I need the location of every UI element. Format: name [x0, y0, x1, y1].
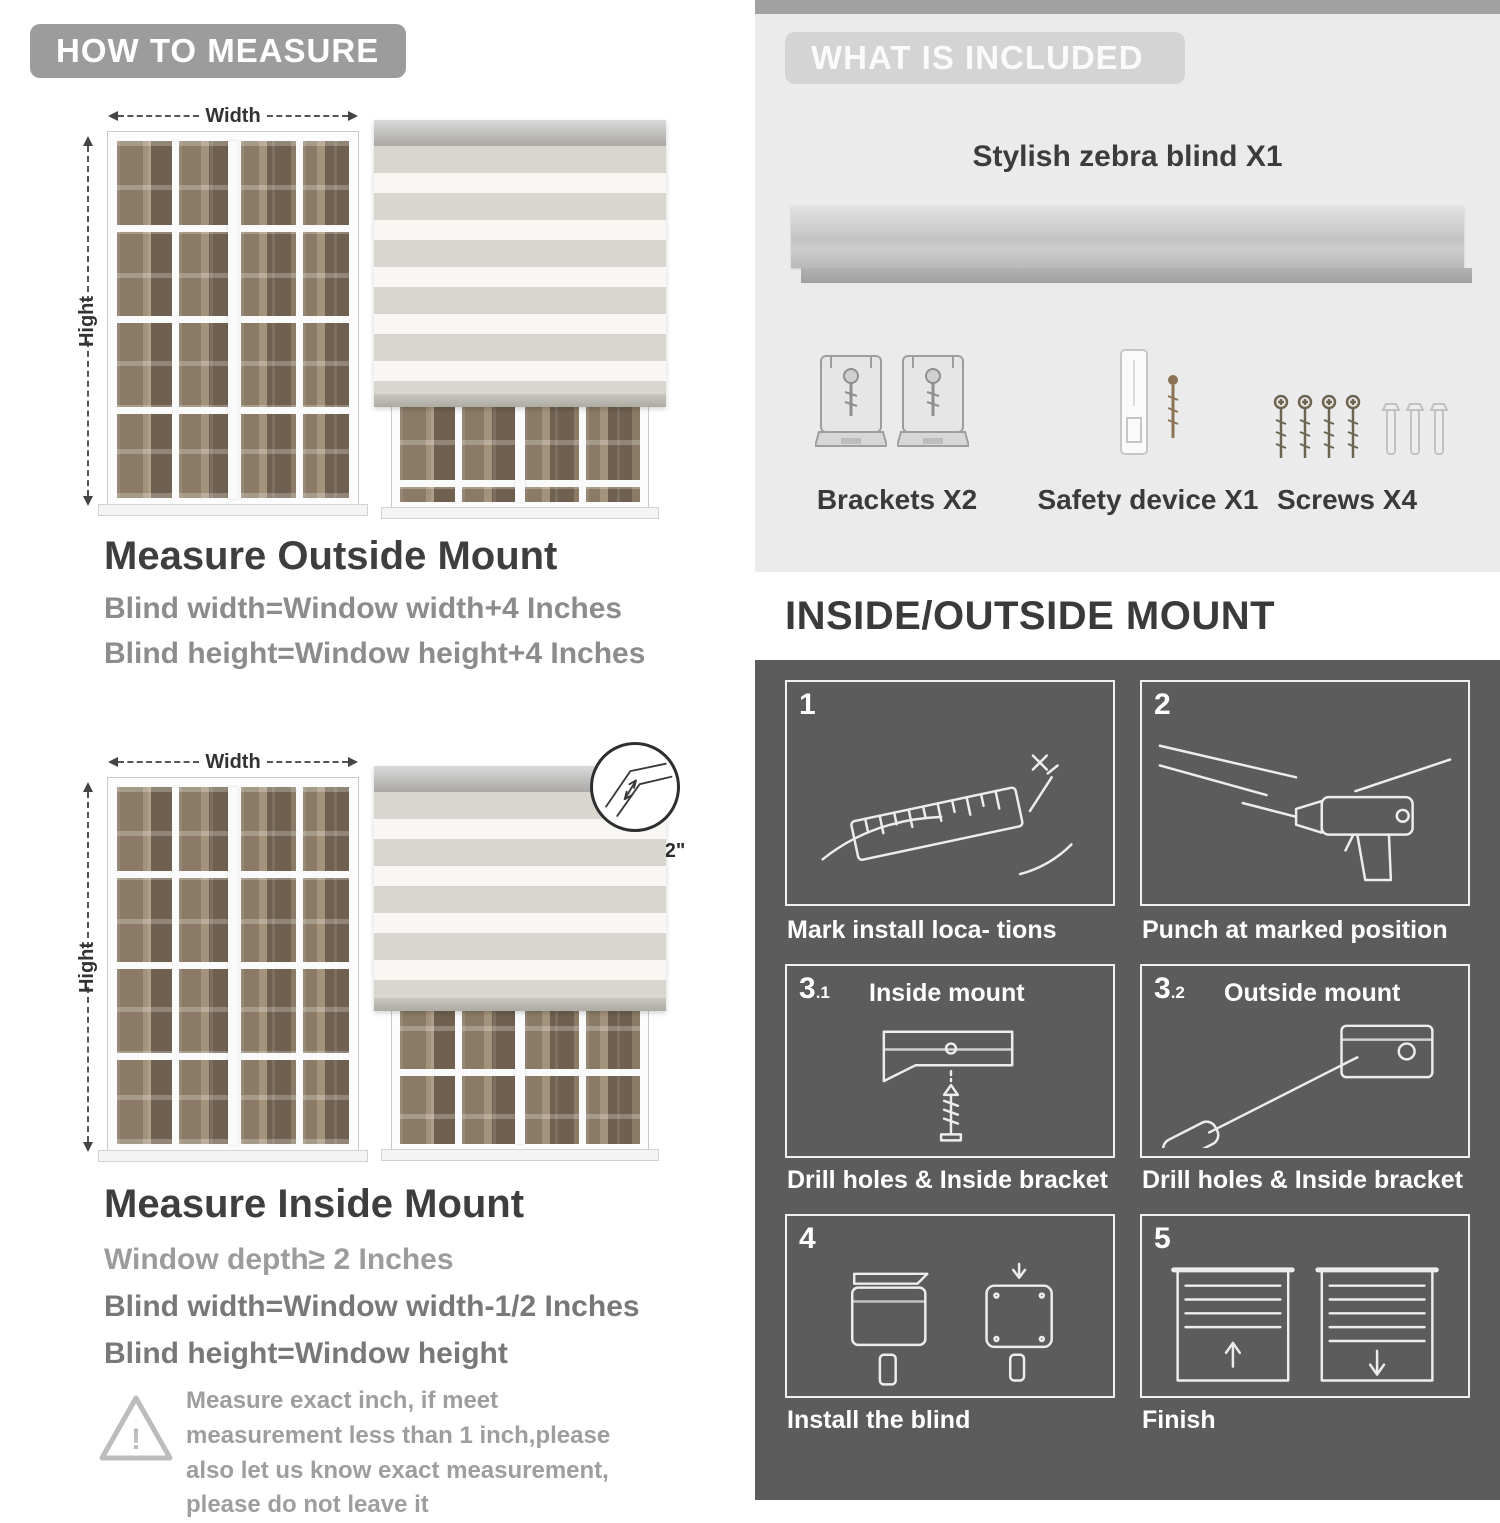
bracket-icon [815, 355, 887, 447]
arrow-down-icon [83, 496, 93, 506]
blind-product-label: Stylish zebra blind X1 [972, 140, 1283, 173]
inside-window-figure: Width Hight [77, 751, 367, 1162]
step-badge: Outside mount [1224, 979, 1401, 1007]
dimension-line [87, 340, 89, 496]
inside-blind-figure [374, 766, 666, 1162]
dimension-line [118, 115, 200, 117]
window-illustration [99, 132, 367, 515]
arrow-left-icon [108, 111, 118, 121]
window-center-stile [228, 141, 238, 499]
arrow-up-icon [83, 136, 93, 146]
window-sill [99, 1151, 367, 1161]
blind-bottom-rail [374, 394, 666, 407]
outside-window-figure: Width Hight [77, 105, 367, 516]
inside-mount-line1: Window depth≥ 2 Inches [104, 1243, 454, 1276]
step-3-1-caption: Drill holes & Inside bracket [787, 1166, 1108, 1194]
dimension-line [87, 146, 89, 302]
step-number: 3.1 [799, 972, 830, 1005]
what-is-included-header: WHAT IS INCLUDED [785, 32, 1185, 84]
screws-icon [1273, 394, 1449, 458]
window-corner-icon [605, 762, 673, 817]
outside-mount-title: Measure Outside Mount [104, 534, 558, 578]
what-is-included-panel: WHAT IS INCLUDED Stylish zebra blind X1 [755, 14, 1500, 572]
arrow-left-icon [108, 757, 118, 767]
svg-text:!: ! [131, 1423, 141, 1456]
blind-bottom-rail [374, 998, 666, 1011]
mount-steps-panel: 1 Mark install loca- tions 2 Punc [755, 660, 1500, 1500]
outside-mount-line1: Blind width=Window width+4 Inches [104, 592, 623, 625]
dimension-line [118, 761, 200, 763]
step-1-caption: Mark install loca- tions [787, 916, 1057, 944]
width-label: Width [205, 104, 261, 127]
inside-mount-title: Measure Inside Mount [104, 1182, 525, 1226]
bracket-icon [897, 355, 969, 447]
window-center-stile [515, 894, 525, 1144]
blind-stripes [374, 146, 666, 394]
height-label: Hight [76, 295, 99, 347]
step-card-2: 2 [1140, 680, 1470, 906]
step-badge: Inside mount [869, 979, 1025, 1007]
height-dimension-arrow: Hight [77, 136, 99, 506]
depth-detail-circle [590, 742, 680, 832]
step-1-illustration [821, 754, 1073, 876]
step-2-caption: Punch at marked position [1142, 916, 1448, 944]
step-number: 5 [1154, 1222, 1171, 1255]
height-label: Hight [76, 941, 99, 993]
step-number: 3.2 [1154, 972, 1185, 1005]
step-4-caption: Install the blind [787, 1406, 971, 1434]
blind-headrail [374, 120, 666, 146]
step-3-2-illustration [1162, 1024, 1434, 1149]
step-4-illustration [851, 1262, 1053, 1386]
headrail-illustration [791, 206, 1472, 283]
step-3-2-caption: Drill holes & Inside bracket [1142, 1166, 1463, 1194]
window-sill [99, 505, 367, 515]
outside-blind-figure [374, 120, 666, 518]
window-illustration [99, 778, 367, 1161]
safety-device-label: Safety device X1 [1037, 484, 1259, 515]
window-center-stile [515, 396, 525, 502]
window-center-stile [228, 787, 238, 1145]
step-card-5: 5 [1140, 1214, 1470, 1398]
height-dimension-arrow: Hight [77, 782, 99, 1152]
step-2-illustration [1158, 744, 1452, 882]
panel-top-strip [755, 0, 1500, 14]
step-5-caption: Finish [1142, 1406, 1216, 1434]
window-sill [382, 1150, 658, 1160]
inside-outside-mount-header: INSIDE/OUTSIDE MOUNT [785, 594, 1276, 638]
width-label: Width [205, 750, 261, 773]
step-number: 1 [799, 688, 816, 721]
dimension-line [266, 115, 349, 117]
window-sill [382, 508, 658, 518]
step-3-1-illustration [882, 1030, 1014, 1142]
step-card-3-2: 3.2 Outside mount [1140, 964, 1470, 1158]
screws-label: Screws X4 [1276, 484, 1418, 515]
step-5-illustration [1171, 1267, 1439, 1382]
step-number: 4 [799, 1222, 816, 1255]
arrow-right-icon [348, 111, 359, 121]
width-dimension-arrow: Width [108, 751, 359, 773]
window-behind-blind [382, 388, 658, 518]
arrow-down-icon [83, 1142, 93, 1152]
inside-mount-line3: Blind height=Window height [104, 1337, 508, 1370]
step-card-4: 4 [785, 1214, 1115, 1398]
dimension-line [87, 792, 89, 948]
arrow-up-icon [83, 782, 93, 792]
dimension-line [87, 986, 89, 1142]
outside-mount-line2: Blind height=Window height+4 Inches [104, 637, 646, 670]
inside-mount-line2: Blind width=Window width-1/2 Inches [104, 1290, 640, 1323]
zebra-blind-illustration [374, 120, 666, 407]
step-card-1: 1 [785, 680, 1115, 906]
how-to-measure-header: HOW TO MEASURE [30, 24, 406, 78]
brackets-label: Brackets X2 [816, 484, 978, 515]
warning-icon: ! [99, 1395, 173, 1461]
measurement-note: Measure exact inch, if meet measurement … [186, 1387, 611, 1519]
width-dimension-arrow: Width [108, 105, 359, 127]
dimension-line [266, 761, 349, 763]
arrow-right-icon [348, 757, 359, 767]
safety-device-icon [1120, 349, 1179, 455]
step-card-3-1: 3.1 Inside mount [785, 964, 1115, 1158]
step-number: 2 [1154, 688, 1171, 721]
